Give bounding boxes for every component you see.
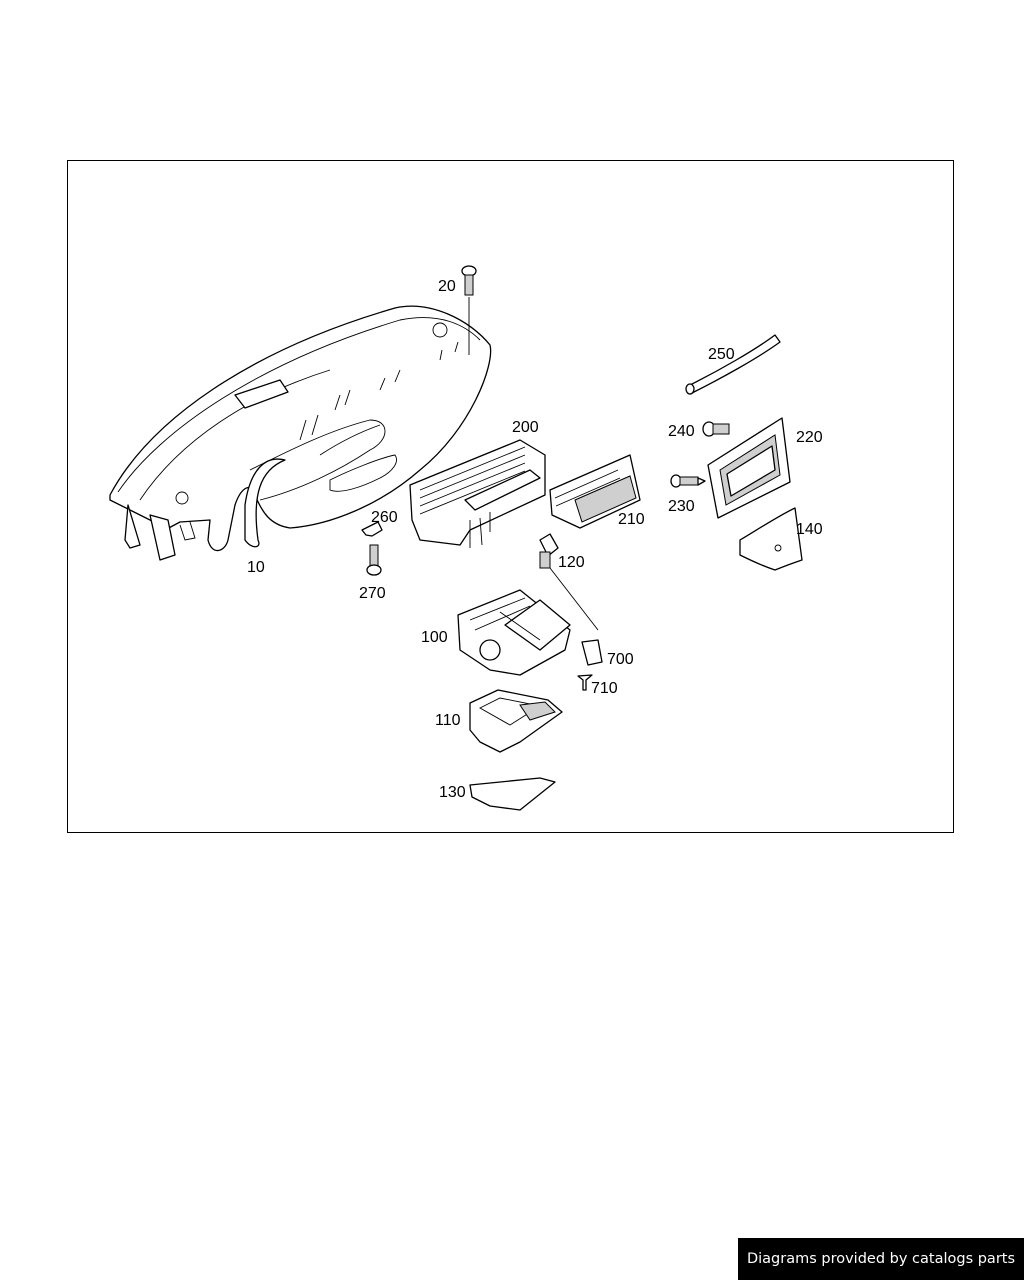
callout-110: 110 [435, 712, 461, 729]
part-20-screw[interactable] [461, 265, 477, 355]
callout-200: 200 [512, 419, 539, 436]
part-270-bolt[interactable] [366, 544, 382, 576]
callout-120: 120 [558, 554, 585, 571]
part-110-tray[interactable] [469, 689, 563, 753]
callout-710: 710 [591, 680, 618, 697]
diagram-frame [67, 160, 954, 833]
part-240-clip[interactable] [702, 421, 730, 437]
callout-230: 230 [668, 498, 695, 515]
part-250-trim-strip[interactable] [685, 334, 781, 395]
part-210-outlet[interactable] [549, 454, 641, 529]
attribution-badge: Diagrams provided by catalogs parts [738, 1238, 1024, 1280]
attribution-text: Diagrams provided by catalogs parts [746, 1251, 1016, 1267]
part-130-mat[interactable] [469, 777, 556, 811]
part-200-duct-housing[interactable] [409, 439, 546, 548]
part-100-glovebox-housing[interactable] [457, 589, 571, 676]
part-10-dashboard[interactable] [109, 305, 492, 561]
callout-700: 700 [607, 651, 634, 668]
callout-100: 100 [421, 629, 448, 646]
part-710-screw[interactable] [577, 674, 593, 691]
callout-270: 270 [359, 585, 386, 602]
part-120-switch[interactable] [539, 533, 599, 631]
callout-250: 250 [708, 346, 735, 363]
callout-140: 140 [796, 521, 823, 538]
callout-240: 240 [668, 423, 695, 440]
callout-220: 220 [796, 429, 823, 446]
part-220-cover-frame[interactable] [707, 417, 791, 519]
callout-10: 10 [247, 559, 265, 576]
part-260-clip[interactable] [361, 521, 383, 537]
part-230-screw[interactable] [670, 474, 706, 488]
callout-260: 260 [371, 509, 398, 526]
part-700-bracket[interactable] [581, 639, 603, 666]
callout-20: 20 [438, 278, 456, 295]
callout-130: 130 [439, 784, 466, 801]
callout-210: 210 [618, 511, 645, 528]
part-140-trim-panel[interactable] [739, 507, 803, 571]
